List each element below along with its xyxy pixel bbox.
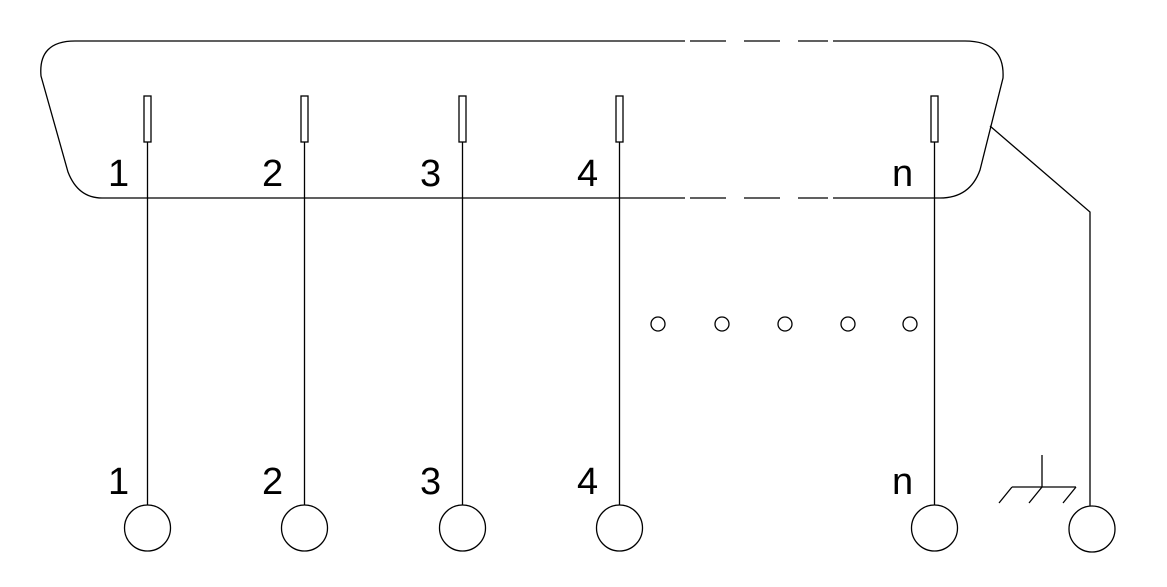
terminal-label-4: 4 bbox=[577, 461, 598, 503]
terminal-labels: 1 2 3 4 n bbox=[108, 461, 913, 503]
pin-4-group bbox=[595, 95, 644, 552]
terminal-label-1: 1 bbox=[108, 461, 129, 503]
connector-shell-outline bbox=[40, 40, 685, 199]
pin-2 bbox=[300, 95, 309, 143]
shield-group bbox=[989, 125, 1116, 553]
terminal-1 bbox=[123, 504, 172, 552]
pin-3-group bbox=[438, 95, 487, 552]
connector-pin-label-4: 4 bbox=[577, 153, 598, 195]
terminal-label-n: n bbox=[892, 461, 913, 503]
shield-terminal bbox=[1068, 505, 1116, 553]
terminal-n bbox=[910, 504, 959, 552]
terminal-label-2: 2 bbox=[262, 461, 283, 503]
shield-wire bbox=[989, 125, 1091, 506]
ellipsis-dots-icon bbox=[650, 316, 918, 332]
terminal-2 bbox=[280, 504, 329, 552]
connector-pin-label-2: 2 bbox=[262, 153, 283, 195]
pin-1 bbox=[143, 95, 152, 143]
connector-pin-label-1: 1 bbox=[108, 153, 129, 195]
pin-3 bbox=[458, 95, 467, 143]
connector-pin-label-n: n bbox=[892, 153, 913, 195]
ground-symbol-icon bbox=[998, 455, 1077, 504]
terminal-label-3: 3 bbox=[420, 461, 441, 503]
pin-n-group bbox=[910, 95, 959, 552]
pin-4 bbox=[615, 95, 624, 143]
pin-n bbox=[930, 95, 939, 143]
connector-shell bbox=[40, 40, 1004, 199]
connector-pin-labels: 1 2 3 4 n bbox=[108, 153, 913, 195]
pin-1-group bbox=[123, 95, 172, 552]
terminal-3 bbox=[438, 504, 487, 552]
connector-pin-label-3: 3 bbox=[420, 153, 441, 195]
connector-shell-outline-right bbox=[833, 40, 1004, 199]
terminal-4 bbox=[595, 504, 644, 552]
pin-2-group bbox=[280, 95, 329, 552]
